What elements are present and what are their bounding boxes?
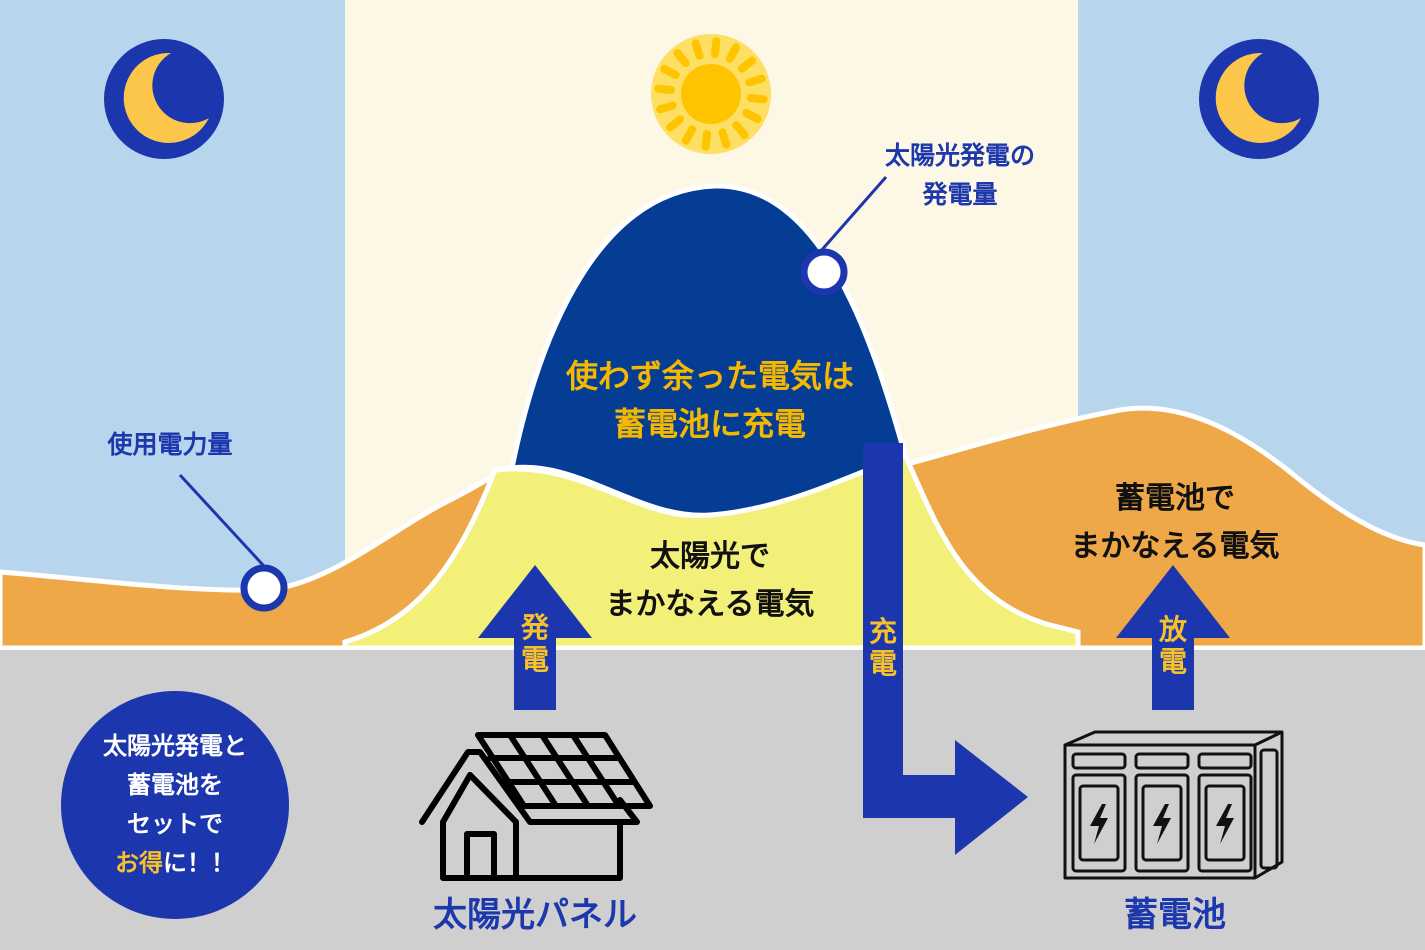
battery-cell-inner: [1078, 784, 1120, 862]
usage-callout-line: [178, 473, 265, 567]
lightning-bolt-icon: [1216, 804, 1234, 844]
sun-ray: [701, 129, 712, 151]
promo-line-4: お得に！！: [115, 849, 235, 877]
house-with-solar-panel-icon: [419, 732, 653, 881]
usage-callout-label: 使用電力量: [107, 430, 233, 459]
sun-ray: [656, 101, 677, 114]
sun-ray: [732, 120, 749, 140]
generate-arrow-label: 発 電: [520, 611, 549, 676]
battery-cell: [1071, 773, 1127, 873]
sun-ray: [710, 37, 721, 59]
solar-generation-callout-label: 太陽光発電の 発電量: [884, 141, 1035, 209]
solar-panel-label: 太陽光パネル: [433, 895, 637, 935]
sun-ray: [665, 115, 685, 132]
right-moon-icon: [1199, 39, 1319, 159]
battery-cell-indicator: [1197, 752, 1253, 770]
battery-cell: [1134, 773, 1190, 873]
promo-badge: 太陽光発電と 蓄電池を セットで お得に！！: [61, 691, 289, 919]
battery-cell: [1197, 773, 1253, 873]
sun-ray: [691, 39, 704, 60]
sun-ray: [737, 56, 757, 73]
battery-cell-indicator: [1071, 752, 1127, 770]
solar-callout-line: [818, 176, 888, 253]
lightning-bolt-icon: [1153, 804, 1171, 844]
lightning-bolt-icon: [1090, 804, 1108, 844]
charge-arrow: [863, 443, 1028, 855]
sun-ray: [660, 64, 680, 80]
solar-callout-marker: [800, 248, 848, 296]
left-moon-icon: [104, 39, 224, 159]
sun-ray: [654, 84, 676, 95]
sun-ray: [725, 43, 741, 63]
solar-covered-text: 太陽光で まかなえる電気: [605, 539, 815, 622]
sun-icon: [651, 34, 771, 154]
sun-ray: [718, 128, 731, 149]
promo-line-3: セットで: [127, 810, 223, 838]
sun-ray: [742, 108, 762, 124]
sun-ray: [673, 48, 690, 68]
battery-covered-text: 蓄電池で まかなえる電気: [1070, 481, 1280, 564]
battery-label: 蓄電池: [1124, 895, 1226, 935]
discharge-arrow-label: 放 電: [1158, 613, 1187, 678]
promo-line-2: 蓄電池を: [127, 771, 223, 799]
generate-arrow: [478, 565, 592, 710]
sun-ray: [681, 125, 697, 145]
discharge-arrow: [1116, 565, 1230, 710]
promo-line-1: 太陽光発電と: [103, 732, 247, 760]
charge-arrow-label: 充 電: [868, 615, 897, 680]
usage-callout-marker: [240, 564, 288, 612]
surplus-charge-text: 使わず余った電気は 蓄電池に充電: [565, 357, 854, 443]
battery-cell-inner: [1204, 784, 1246, 862]
sun-ray: [746, 93, 768, 104]
battery-cell-inner: [1141, 784, 1183, 862]
battery-cell-indicator: [1134, 752, 1190, 770]
storage-battery-icon: [1063, 730, 1284, 880]
sun-ray: [745, 74, 766, 87]
